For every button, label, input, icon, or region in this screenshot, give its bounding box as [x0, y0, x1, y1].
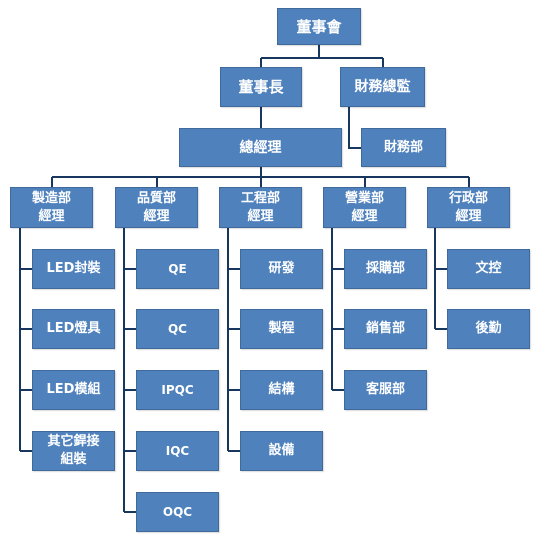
connector-admin — [434, 228, 447, 330]
node-led-packaging: LED封裝 — [32, 249, 115, 289]
node-qc: QC — [136, 309, 219, 349]
connector-quality — [123, 228, 136, 513]
node-chairman: 董事長 — [220, 67, 302, 107]
connector-engineering — [227, 228, 240, 452]
node-admin-dept: 行政部 經理 — [427, 187, 510, 228]
node-finance-dept: 財務部 — [361, 128, 446, 167]
node-document-control: 文控 — [447, 249, 530, 289]
node-sales-dept: 營業部 經理 — [323, 187, 406, 228]
connector-cfo — [348, 107, 361, 149]
node-equipment: 設備 — [240, 431, 323, 471]
connector-board — [260, 45, 384, 67]
node-other-welding-assembly: 其它銲接 組裝 — [32, 431, 115, 471]
node-manufacturing-dept: 製造部 經理 — [10, 187, 93, 228]
node-sales-unit: 銷售部 — [344, 309, 427, 349]
node-iqc: IQC — [136, 431, 219, 471]
connector-sales — [331, 228, 344, 391]
node-structure: 結構 — [240, 370, 323, 410]
node-led-module: LED模組 — [32, 370, 115, 410]
node-general-manager: 總經理 — [179, 128, 342, 167]
node-process: 製程 — [240, 309, 323, 349]
node-cfo: 財務總監 — [340, 67, 425, 107]
connector-manufacturing — [19, 228, 32, 452]
node-logistics: 後勤 — [447, 309, 530, 349]
node-rd: 研發 — [240, 249, 323, 289]
node-led-lighting: LED燈具 — [32, 309, 115, 349]
node-purchasing: 採購部 — [344, 249, 427, 289]
connector-gm — [51, 167, 470, 187]
node-oqc: OQC — [136, 492, 219, 532]
node-board: 董事會 — [277, 8, 361, 45]
node-customer-service: 客服部 — [344, 370, 427, 410]
node-quality-dept: 品質部 經理 — [115, 187, 198, 228]
node-ipqc: IPQC — [136, 370, 219, 410]
node-engineering-dept: 工程部 經理 — [219, 187, 302, 228]
node-qe: QE — [136, 249, 219, 289]
